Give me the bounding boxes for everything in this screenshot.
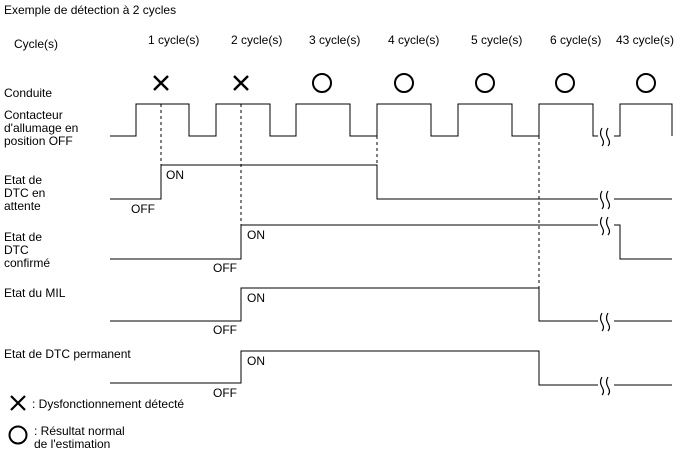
cycle-label-3: 3 cycle(s): [309, 33, 361, 47]
cycle-header-label: Cycle(s): [14, 37, 58, 51]
break-mark-icon: [599, 127, 611, 147]
signal-traces: [110, 103, 673, 386]
break-marks: [599, 127, 611, 396]
legend-normal-label: : Résultat normal de l'estimation: [34, 424, 125, 451]
malfunction-cross-icon: [233, 75, 249, 91]
cycle-label-43: 43 cycle(s): [616, 33, 675, 47]
break-mark-icon: [599, 312, 611, 332]
ignition-switch-signal-tail: [614, 103, 673, 137]
state-on-dtc-attente: ON: [166, 168, 184, 182]
legend-circle-icon: [8, 425, 28, 445]
cycle-guides: [160, 104, 540, 288]
break-mark-icon: [599, 190, 611, 210]
row-label-contacteur: Contacteur d'allumage en position OFF: [4, 108, 79, 148]
cycle-label-5: 5 cycle(s): [471, 33, 523, 47]
row-label-dtc-permanent: Etat de DTC permanent: [4, 347, 131, 361]
row-label-dtc-confirme: Etat de DTC confirmé: [4, 230, 51, 270]
legend-malfunction-label: : Dysfonctionnement détecté: [32, 397, 185, 411]
legend-cross-icon: [10, 395, 26, 411]
break-mark-icon: [599, 376, 611, 396]
row-label-conduite: Conduite: [4, 86, 53, 100]
normal-circle-icon: [312, 73, 332, 93]
cycle-label-6: 6 cycle(s): [550, 33, 602, 47]
break-mark-icon: [599, 216, 611, 236]
state-on-mil: ON: [247, 291, 265, 305]
state-on-dtc-confirme: ON: [247, 228, 265, 242]
driving-result-markers: [153, 73, 656, 93]
state-off-dtc-confirme: OFF: [213, 261, 237, 275]
state-off-mil: OFF: [213, 323, 237, 337]
mil-signal: [110, 287, 598, 322]
malfunction-cross-icon: [153, 75, 169, 91]
permanent-dtc-signal: [110, 350, 598, 386]
normal-circle-icon: [555, 73, 575, 93]
confirmed-dtc-signal: [110, 224, 598, 260]
cycle-label-2: 2 cycle(s): [231, 33, 283, 47]
pending-dtc-signal: [110, 164, 598, 200]
ignition-switch-signal: [110, 103, 598, 137]
cycle-label-4: 4 cycle(s): [388, 33, 440, 47]
row-label-mil: Etat du MIL: [4, 286, 66, 300]
normal-circle-icon: [636, 73, 656, 93]
state-on-dtc-permanent: ON: [247, 354, 265, 368]
normal-circle-icon: [475, 73, 495, 93]
confirmed-dtc-signal-tail: [614, 224, 672, 260]
row-label-dtc-attente: Etat de DTC en attente: [4, 173, 46, 213]
normal-circle-icon: [394, 73, 414, 93]
state-off-dtc-attente: OFF: [131, 202, 155, 216]
legend-icons: [8, 395, 28, 445]
state-off-dtc-permanent: OFF: [213, 386, 237, 400]
diagram-title: Exemple de détection à 2 cycles: [4, 3, 177, 17]
cycle-label-1: 1 cycle(s): [148, 33, 200, 47]
